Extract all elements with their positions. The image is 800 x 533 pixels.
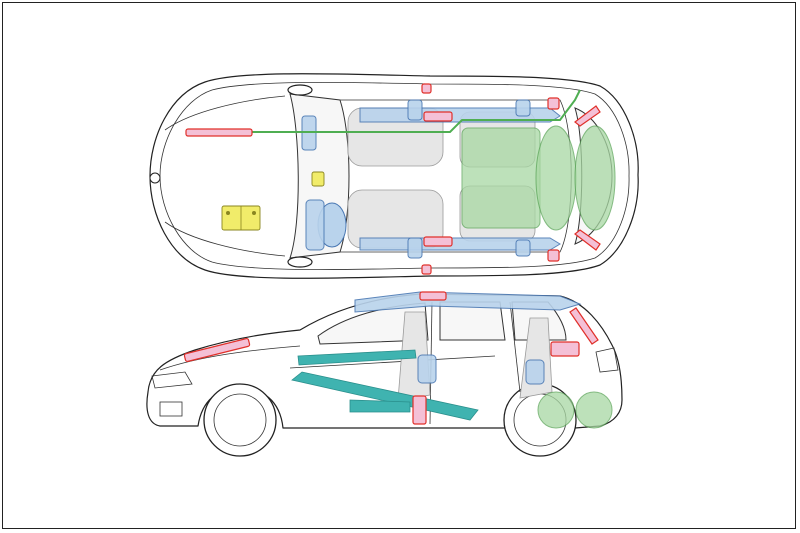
right-mirror	[287, 256, 313, 268]
side-airbag-rear-right	[515, 239, 531, 257]
seatbelt-lap	[349, 399, 411, 413]
left-mirror	[287, 84, 313, 96]
roof-sensor-side	[419, 291, 447, 301]
top-view	[149, 73, 639, 279]
c-pillar-module	[550, 341, 580, 357]
front-crash-sensor	[185, 128, 253, 137]
b-pillar-sensor-side	[412, 395, 427, 425]
rear-sensor-right	[547, 249, 560, 262]
rear-door-line	[509, 301, 521, 393]
b-pillar-sensor-right	[423, 236, 453, 247]
tailgate-strut-side	[569, 307, 599, 345]
side-thorax-airbag-front	[417, 354, 437, 384]
side-view	[146, 291, 623, 457]
fuse-module	[311, 171, 325, 187]
side-airbag-rear-left	[515, 99, 531, 117]
roof-sensor-right	[421, 264, 432, 275]
front-wheel-rim	[213, 393, 267, 447]
b-pillar-sensor-left	[423, 111, 453, 122]
seatbelt-diagonal	[291, 371, 479, 421]
seatbelt-upper	[297, 349, 417, 366]
hood-line-lower	[164, 221, 286, 257]
taillight	[595, 347, 619, 373]
rear-centre-airbag	[461, 127, 541, 229]
wiring-harness	[250, 89, 581, 133]
front-emblem	[149, 172, 161, 184]
roof-sensor-left	[421, 83, 432, 94]
hood-crease	[159, 345, 301, 371]
side-thorax-airbag-rear	[525, 359, 545, 385]
rear-left-airbag	[535, 125, 577, 231]
sill-line	[289, 355, 496, 369]
side-airbag-front-left	[407, 99, 423, 121]
rear-right-airbag	[574, 125, 616, 231]
front-wheel	[203, 383, 277, 457]
grille	[159, 401, 183, 417]
side-airbag-front-right	[407, 237, 423, 259]
tailgate-strut-right	[574, 229, 601, 251]
tailgate-strut-left	[574, 105, 601, 127]
rear-airbag-side-left	[537, 391, 575, 429]
passenger-airbag-dash	[305, 199, 325, 251]
hood-line-upper	[164, 95, 286, 131]
headlight	[151, 371, 193, 389]
rear-sensor-left	[547, 97, 560, 110]
battery	[221, 205, 261, 231]
rear-airbag-side-right	[575, 391, 613, 429]
front-sensor-side	[183, 337, 251, 363]
top-view-inner-outline	[159, 81, 630, 271]
